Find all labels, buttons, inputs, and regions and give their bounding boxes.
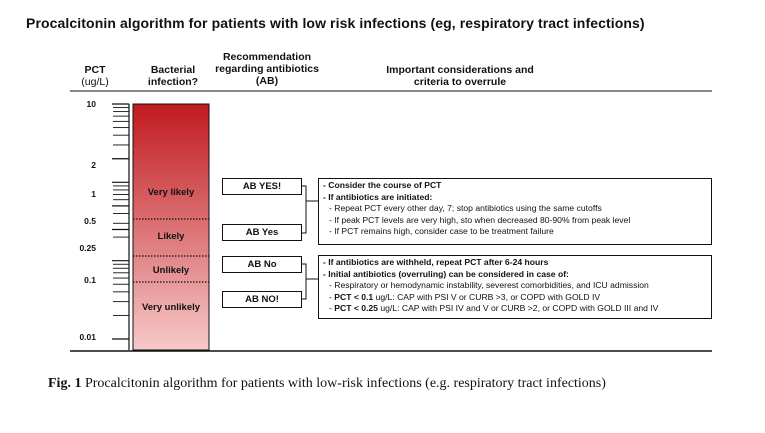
header-pct: PCT (ug/L)	[70, 64, 120, 88]
tick-label-0-01: 0.01	[79, 332, 96, 342]
pct-below-0-1-line: - PCT < 0.1 ug/L: CAP with PSI V or CURB…	[329, 291, 601, 302]
pct-below-0-1-label: PCT < 0.1	[334, 291, 374, 302]
header-considerations-line1: Important considerations and	[386, 64, 534, 76]
if-withheld-line: - If antibiotics are withheld, repeat PC…	[323, 257, 549, 267]
considerations-box-antibiotics-initiated: - Consider the course of PCT - If antibi…	[318, 178, 712, 245]
header-recommendation-line2: regarding antibiotics	[215, 63, 319, 75]
header-bacterial-line1: Bacterial	[150, 64, 196, 76]
recommendation-ab-no-strong: AB NO!	[222, 291, 302, 308]
peak-pct-line: - If peak PCT levels are very high, sto …	[329, 214, 631, 225]
if-initiated-line: - If antibiotics are initiated:	[323, 191, 433, 202]
pct-axis-ticks	[112, 103, 129, 340]
pct-below-0-25-line: - PCT < 0.25 ug/L: CAP with PSI IV and V…	[329, 303, 659, 313]
tick-label-10: 10	[86, 99, 96, 109]
category-likely: Likely	[157, 231, 185, 242]
header-pct-line2: (ug/L)	[81, 76, 109, 88]
recommendation-ab-no: AB No	[222, 256, 302, 273]
considerations-box-antibiotics-withheld: - If antibiotics are withheld, repeat PC…	[318, 255, 712, 319]
diagram-title: Procalcitonin algorithm for patients wit…	[26, 15, 645, 31]
bacterial-likelihood-bar	[132, 103, 210, 351]
tick-label-0-5: 0.5	[84, 216, 96, 226]
header-bacterial-line2: infection?	[147, 76, 199, 88]
header-bacterial: Bacterial infection?	[128, 64, 218, 88]
pct-below-0-25-text: ug/L: CAP with PSI IV and V or CURB >2, …	[377, 303, 659, 313]
tick-label-2: 2	[91, 160, 96, 170]
category-very-unlikely: Very unlikely	[141, 302, 201, 313]
figure-label: Fig. 1	[48, 376, 82, 391]
category-unlikely: Unlikely	[152, 265, 190, 276]
tick-label-1: 1	[91, 189, 96, 199]
header-pct-line1: PCT	[84, 64, 106, 76]
tick-label-0-1: 0.1	[84, 275, 96, 285]
recommendation-ab-yes: AB Yes	[222, 224, 302, 241]
repeat-pct-line: - Repeat PCT every other day, 7; stop an…	[329, 203, 602, 213]
header-recommendation: Recommendation regarding antibiotics (AB…	[206, 51, 328, 87]
category-very-likely: Very likely	[147, 187, 195, 198]
overruling-line: - Initial antibiotics (overruling) can b…	[323, 268, 569, 279]
treatment-failure-line: - If PCT remains high, consider case to …	[329, 226, 554, 236]
header-considerations: Important considerations and criteria to…	[360, 64, 560, 88]
connector-bottom	[302, 263, 320, 300]
instability-line: - Respiratory or hemodynamic instability…	[329, 280, 649, 290]
figure-caption-text: Procalcitonin algorithm for patients wit…	[81, 376, 606, 391]
header-considerations-line2: criteria to overrule	[413, 76, 507, 88]
pct-below-0-25-label: PCT < 0.25	[334, 303, 378, 313]
pct-below-0-1-text: ug/L: CAP with PSI V or CURB >3, or COPD…	[373, 291, 601, 302]
consider-course-line: - Consider the course of PCT	[323, 180, 442, 190]
header-recommendation-line1: Recommendation	[222, 51, 312, 63]
figure-caption: Fig. 1 Procalcitonin algorithm for patie…	[48, 375, 718, 392]
tick-label-0-25: 0.25	[79, 243, 96, 253]
recommendation-ab-yes-strong: AB YES!	[222, 178, 302, 195]
header-recommendation-line3: (AB)	[255, 75, 279, 87]
connector-top	[302, 185, 320, 234]
